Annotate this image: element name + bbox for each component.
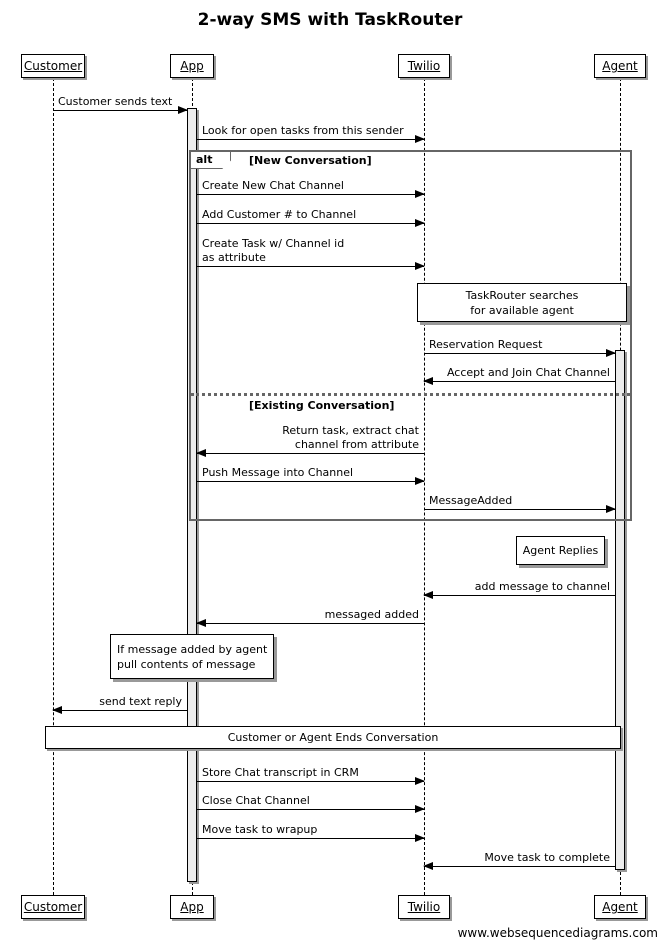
message-label: messaged added: [324, 608, 419, 621]
arrowhead-left-icon: [196, 619, 206, 627]
message-label: Reservation Request: [429, 338, 543, 351]
arrowhead-right-icon: [606, 349, 616, 357]
message-create-task: Create Task w/ Channel id as attribute: [197, 237, 425, 270]
actor-agent-label: Agent: [602, 900, 638, 914]
arrowhead-right-icon: [606, 505, 616, 513]
arrow-line: [197, 477, 425, 485]
message-label: Move task to wrapup: [202, 823, 318, 836]
arrow-line: [423, 377, 615, 385]
message-push-message: Push Message into Channel: [197, 466, 425, 485]
actor-twilio-label: Twilio: [407, 900, 441, 914]
arrowhead-left-icon: [423, 377, 433, 385]
alt-frame: alt [New Conversation] [Existing Convers…: [189, 150, 632, 521]
arrow-line: [196, 619, 424, 627]
arrow-line: [197, 135, 425, 143]
arrowhead-right-icon: [415, 190, 425, 198]
actor-customer-top: Customer: [21, 54, 85, 78]
message-label: send text reply: [99, 695, 182, 708]
actor-customer-label: Customer: [23, 59, 83, 73]
actor-twilio-top: Twilio: [398, 54, 450, 78]
actor-customer-bottom: Customer: [21, 895, 85, 919]
message-add-customer: Add Customer # to Channel: [197, 208, 425, 227]
message-label: Create Task w/ Channel id as attribute: [202, 237, 345, 264]
message-move-complete: Move task to complete: [423, 851, 615, 870]
actor-app-label: App: [180, 900, 204, 914]
diagram-title: 2-way SMS with TaskRouter: [197, 10, 463, 30]
arrowhead-right-icon: [415, 777, 425, 785]
arrow-line: [197, 262, 425, 270]
message-store-transcript: Store Chat transcript in CRM: [197, 766, 425, 785]
message-move-wrapup: Move task to wrapup: [197, 823, 425, 842]
message-accept-join: Accept and Join Chat Channel: [423, 366, 615, 385]
note-pull-contents: If message added by agent pull contents …: [110, 634, 274, 679]
message-label: Add Customer # to Channel: [202, 208, 357, 221]
arrowhead-left-icon: [423, 591, 433, 599]
arrowhead-right-icon: [415, 219, 425, 227]
arrow-line: [197, 805, 425, 813]
message-label: Look for open tasks from this sender: [202, 124, 404, 137]
arrowhead-right-icon: [178, 106, 188, 114]
message-close-channel: Close Chat Channel: [197, 794, 425, 813]
message-add-message-to-channel: add message to channel: [423, 580, 615, 599]
actor-agent-bottom: Agent: [594, 895, 646, 919]
actor-agent-top: Agent: [594, 54, 646, 78]
actor-app-label: App: [180, 59, 204, 73]
message-messaged-added: messaged added: [196, 608, 424, 627]
arrow-line: [52, 706, 187, 714]
arrow-line: [197, 777, 425, 785]
message-label: Customer sends text: [58, 95, 173, 108]
message-customer-sends-text: Customer sends text: [53, 95, 188, 114]
activation-bar-app: [187, 108, 197, 882]
arrow-line: [423, 591, 615, 599]
arrow-line: [424, 505, 616, 513]
arrowhead-left-icon: [52, 706, 62, 714]
arrowhead-left-icon: [423, 862, 433, 870]
actor-app-top: App: [170, 54, 214, 78]
lifeline-customer: [53, 78, 54, 895]
activation-bar-agent: [615, 350, 625, 870]
message-label: Create New Chat Channel: [202, 179, 344, 192]
actor-twilio-label: Twilio: [407, 59, 441, 73]
arrowhead-right-icon: [415, 805, 425, 813]
arrow-line: [53, 106, 188, 114]
message-return-task: Return task, extract chat channel from a…: [196, 424, 424, 457]
message-look-for-tasks: Look for open tasks from this sender: [197, 124, 425, 143]
arrow-line: [423, 862, 615, 870]
lifeline-twilio: [424, 78, 425, 895]
message-label: Store Chat transcript in CRM: [202, 766, 359, 779]
arrowhead-right-icon: [415, 477, 425, 485]
arrowhead-left-icon: [196, 449, 206, 457]
note-agent-replies: Agent Replies: [516, 536, 605, 565]
arrow-line: [197, 834, 425, 842]
arrowhead-right-icon: [415, 262, 425, 270]
arrowhead-right-icon: [415, 135, 425, 143]
message-create-channel: Create New Chat Channel: [197, 179, 425, 198]
message-send-text-reply: send text reply: [52, 695, 187, 714]
arrow-line: [196, 449, 424, 457]
message-reservation-request: Reservation Request: [424, 338, 616, 357]
message-label: Close Chat Channel: [202, 794, 310, 807]
note-taskrouter-search: TaskRouter searches for available agent: [417, 283, 627, 322]
actor-agent-label: Agent: [602, 59, 638, 73]
alt-operator-label: alt: [191, 152, 231, 169]
alt-case-new-conversation: [New Conversation]: [249, 154, 372, 167]
arrowhead-right-icon: [415, 834, 425, 842]
message-messageadded-event: MessageAdded: [424, 494, 616, 513]
alt-case-existing-conversation: [Existing Conversation]: [249, 399, 395, 412]
message-label: Push Message into Channel: [202, 466, 354, 479]
arrow-line: [424, 349, 616, 357]
websequencediagrams-watermark: www.websequencediagrams.com: [457, 926, 658, 940]
message-label: MessageAdded: [429, 494, 513, 507]
message-label: add message to channel: [474, 580, 610, 593]
actor-twilio-bottom: Twilio: [398, 895, 450, 919]
arrow-line: [197, 219, 425, 227]
message-label: Accept and Join Chat Channel: [446, 366, 610, 379]
message-label: Move task to complete: [484, 851, 610, 864]
message-label: Return task, extract chat channel from a…: [282, 424, 419, 451]
band-ends-conversation: Customer or Agent Ends Conversation: [45, 726, 621, 749]
actor-app-bottom: App: [170, 895, 214, 919]
arrow-line: [197, 190, 425, 198]
actor-customer-label: Customer: [23, 900, 83, 914]
alt-else-divider: [191, 393, 630, 396]
